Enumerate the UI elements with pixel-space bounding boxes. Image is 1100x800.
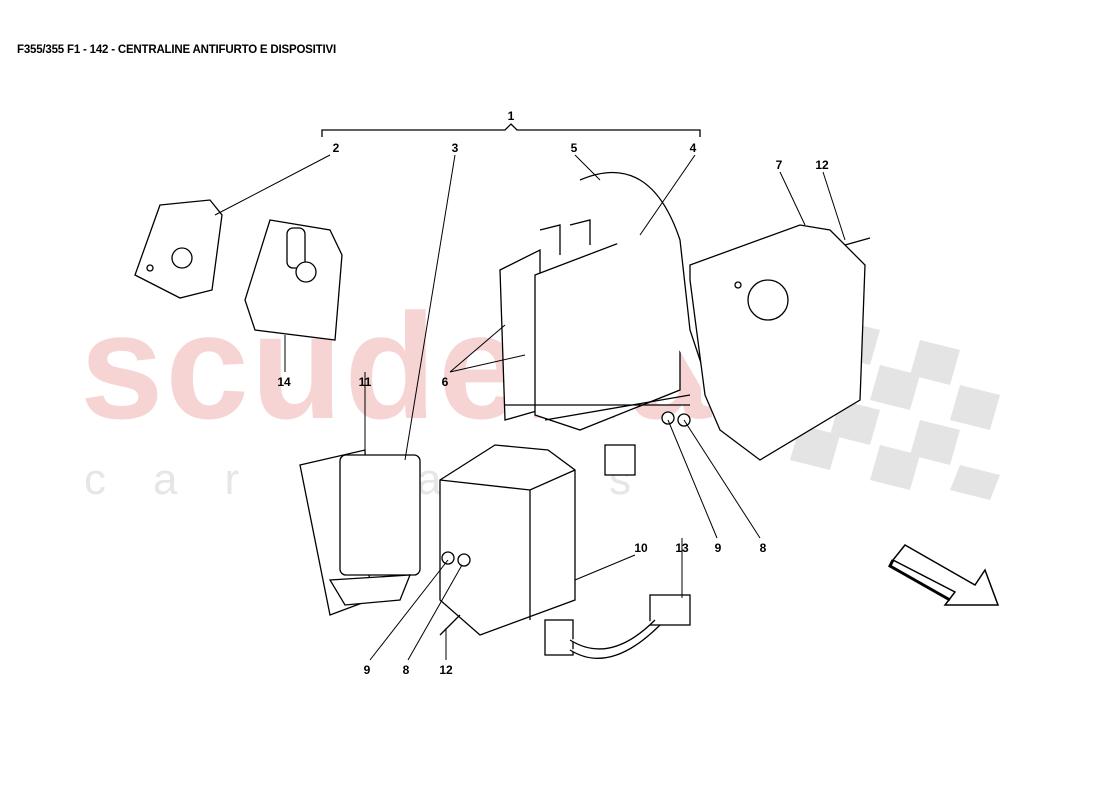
callout-8: 8	[759, 541, 767, 555]
screw-12	[439, 237, 871, 636]
key-fob	[134, 199, 223, 299]
callout-6: 6	[441, 375, 449, 389]
callout-11: 11	[358, 375, 372, 389]
callout-12: 12	[815, 158, 829, 172]
callout-3: 3	[451, 141, 459, 155]
callout-1: 1	[507, 109, 515, 123]
callout-2: 2	[332, 141, 340, 155]
wiring-harness-13	[544, 444, 691, 659]
callout-12: 12	[439, 663, 453, 677]
alarm-module-small	[299, 449, 421, 616]
callout-10: 10	[634, 541, 648, 555]
callout-14: 14	[277, 375, 291, 389]
callout-13: 13	[675, 541, 689, 555]
key-pouch	[244, 219, 343, 341]
arrow-down-right-icon	[891, 544, 1000, 606]
callout-9: 9	[363, 663, 371, 677]
callout-4: 4	[689, 141, 697, 155]
control-unit-4	[499, 171, 721, 431]
leader-lines	[214, 154, 846, 661]
group-bracket	[321, 123, 701, 137]
cover-7	[689, 224, 866, 461]
callout-7: 7	[775, 158, 783, 172]
page-title: F355/355 F1 - 142 - CENTRALINE ANTIFURTO…	[17, 44, 336, 56]
control-unit-10	[439, 444, 576, 636]
callout-5: 5	[570, 141, 578, 155]
callout-9: 9	[714, 541, 722, 555]
callout-8: 8	[402, 663, 410, 677]
